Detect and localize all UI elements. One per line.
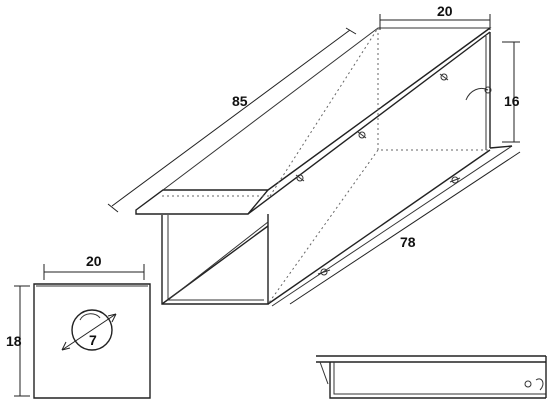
- lid-board: [135, 189, 270, 215]
- dimension-20-top: 20: [379, 3, 491, 30]
- screw-icon: [524, 380, 532, 388]
- dimension-label-16: 16: [504, 93, 520, 109]
- dimension-16: 16: [502, 41, 520, 143]
- end-panel: 7: [33, 283, 151, 399]
- dimension-label-18: 18: [6, 333, 22, 349]
- dimension-78: 78: [289, 151, 521, 305]
- side-profile: [316, 355, 547, 399]
- box-body: [135, 27, 513, 307]
- screw-icon: [295, 73, 492, 276]
- front-end-frame: [161, 214, 269, 305]
- dimension-label-85: 85: [232, 93, 248, 109]
- dimension-label-20-panel: 20: [86, 253, 102, 269]
- dimension-label-78: 78: [400, 234, 416, 250]
- dimension-18: 18: [6, 285, 30, 397]
- dimension-label-7: 7: [89, 332, 97, 348]
- dimension-label-20-top: 20: [437, 3, 453, 19]
- hole-icon: [71, 309, 113, 351]
- dimension-20-panel: 20: [43, 253, 145, 280]
- dimension-85: 85: [107, 27, 357, 213]
